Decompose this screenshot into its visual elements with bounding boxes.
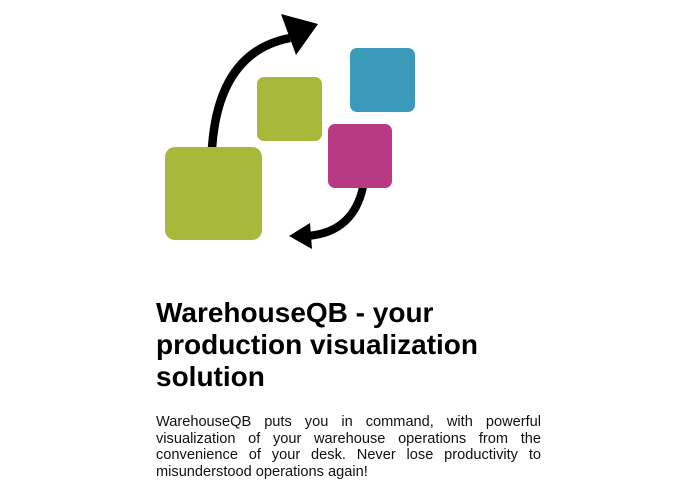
large-green-square	[165, 147, 262, 240]
small-green-square	[257, 77, 322, 141]
curved-arrow-down-left-icon	[289, 186, 367, 249]
magenta-square	[328, 124, 392, 188]
blue-square	[350, 48, 415, 112]
page-title: WarehouseQB - your production visualizat…	[156, 297, 479, 392]
warehouseqb-logo	[165, 14, 415, 249]
intro-paragraph: WarehouseQB puts you in command, with po…	[156, 414, 541, 480]
curved-arrow-up-right-icon	[207, 14, 318, 149]
